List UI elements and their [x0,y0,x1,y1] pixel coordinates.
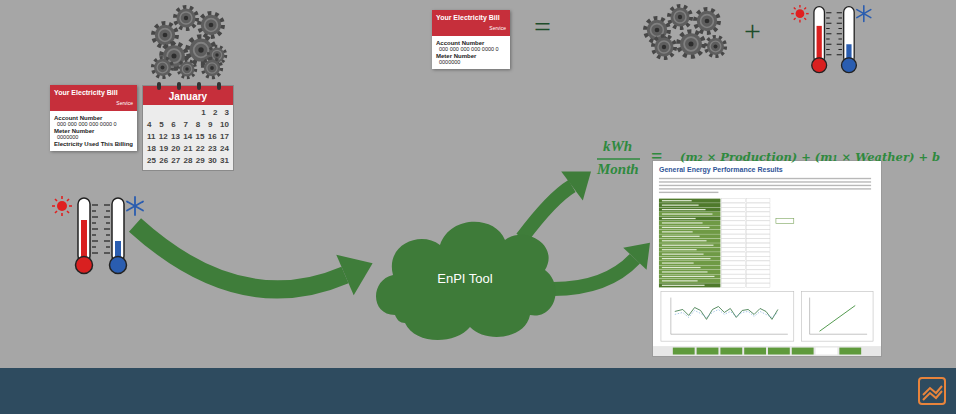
bill-field-name: Account Number [54,115,133,121]
calendar-ring [157,82,161,90]
bill-body: Account Number000 000 000 000 0000 0Mete… [432,36,510,69]
unit-denominator: Month [597,161,639,178]
calendar-days: 1 2 3 [147,107,229,119]
bill-field-value: 0000000 [436,59,506,65]
bill-header: Your Electricity BillService [50,85,137,111]
input-arrow [135,225,373,295]
unit-numerator: kWh [603,138,632,155]
bill-field-value: 000 000 000 000 0000 0 [436,46,506,52]
logo-icon [919,378,945,404]
calendar-grid: 1 2 34 5 6 7 8 9 1011 12 13 14 15 16 171… [143,105,233,170]
calendar-ring [217,82,221,90]
bill-field-name: Electricity Used This Billing [54,141,133,147]
bill-field-value: 0000000 [54,134,133,140]
bill-title: Your Electricity Bill [54,89,133,96]
calendar-ring [197,82,201,90]
calendar: January 1 2 34 5 6 7 8 9 1011 12 13 14 15… [142,85,234,171]
bill-field-name: Meter Number [436,53,506,59]
plus-sign: + [744,14,761,49]
calendar-days: 25 26 27 28 29 30 31 [147,155,229,167]
bill-service: Service [54,100,133,106]
equals-sign: = [651,145,662,168]
calendar-ring [177,82,181,90]
arrow-head [623,243,650,270]
calendar-days: 11 12 13 14 15 16 17 [147,131,229,143]
fraction-bar [597,158,640,160]
bill-title: Your Electricity Bill [436,14,506,21]
electricity-bill: Your Electricity BillServiceAccount Numb… [432,10,510,69]
arrow-shaft [553,259,635,289]
footer-band [0,368,956,414]
output-arrow [522,172,591,238]
equals-sign: = [534,10,551,45]
calendar-days: 18 19 20 21 22 23 24 [147,143,229,155]
bill-header: Your Electricity BillService [432,10,510,36]
bill-service: Service [436,25,506,31]
results-spreadsheet: General Energy Performance Results [652,160,882,357]
bill-field-name: Meter Number [54,128,133,134]
flow-arrow [553,243,650,289]
bill-field-value: 000 000 000 000 0000 0 [54,121,133,127]
calendar-month: January [147,91,229,102]
regression-formula: (m₂ × Production) + (m₁ × Weather) + b [680,151,940,164]
spreadsheet-screenshot [653,161,881,356]
tool-name: EnPI Tool [437,271,492,286]
thermometer-pair [791,5,871,73]
calendar-days: 4 5 6 7 8 9 10 [147,119,229,131]
electricity-bill: Your Electricity BillServiceAccount Numb… [50,85,137,151]
gear-pile [646,7,725,58]
bill-field-name: Account Number [436,40,506,46]
tool-cloud: EnPI Tool [365,205,565,345]
bill-body: Account Number000 000 000 000 0000 0Mete… [50,111,137,151]
gear-pile [153,8,225,78]
thermometer-pair [52,196,143,274]
